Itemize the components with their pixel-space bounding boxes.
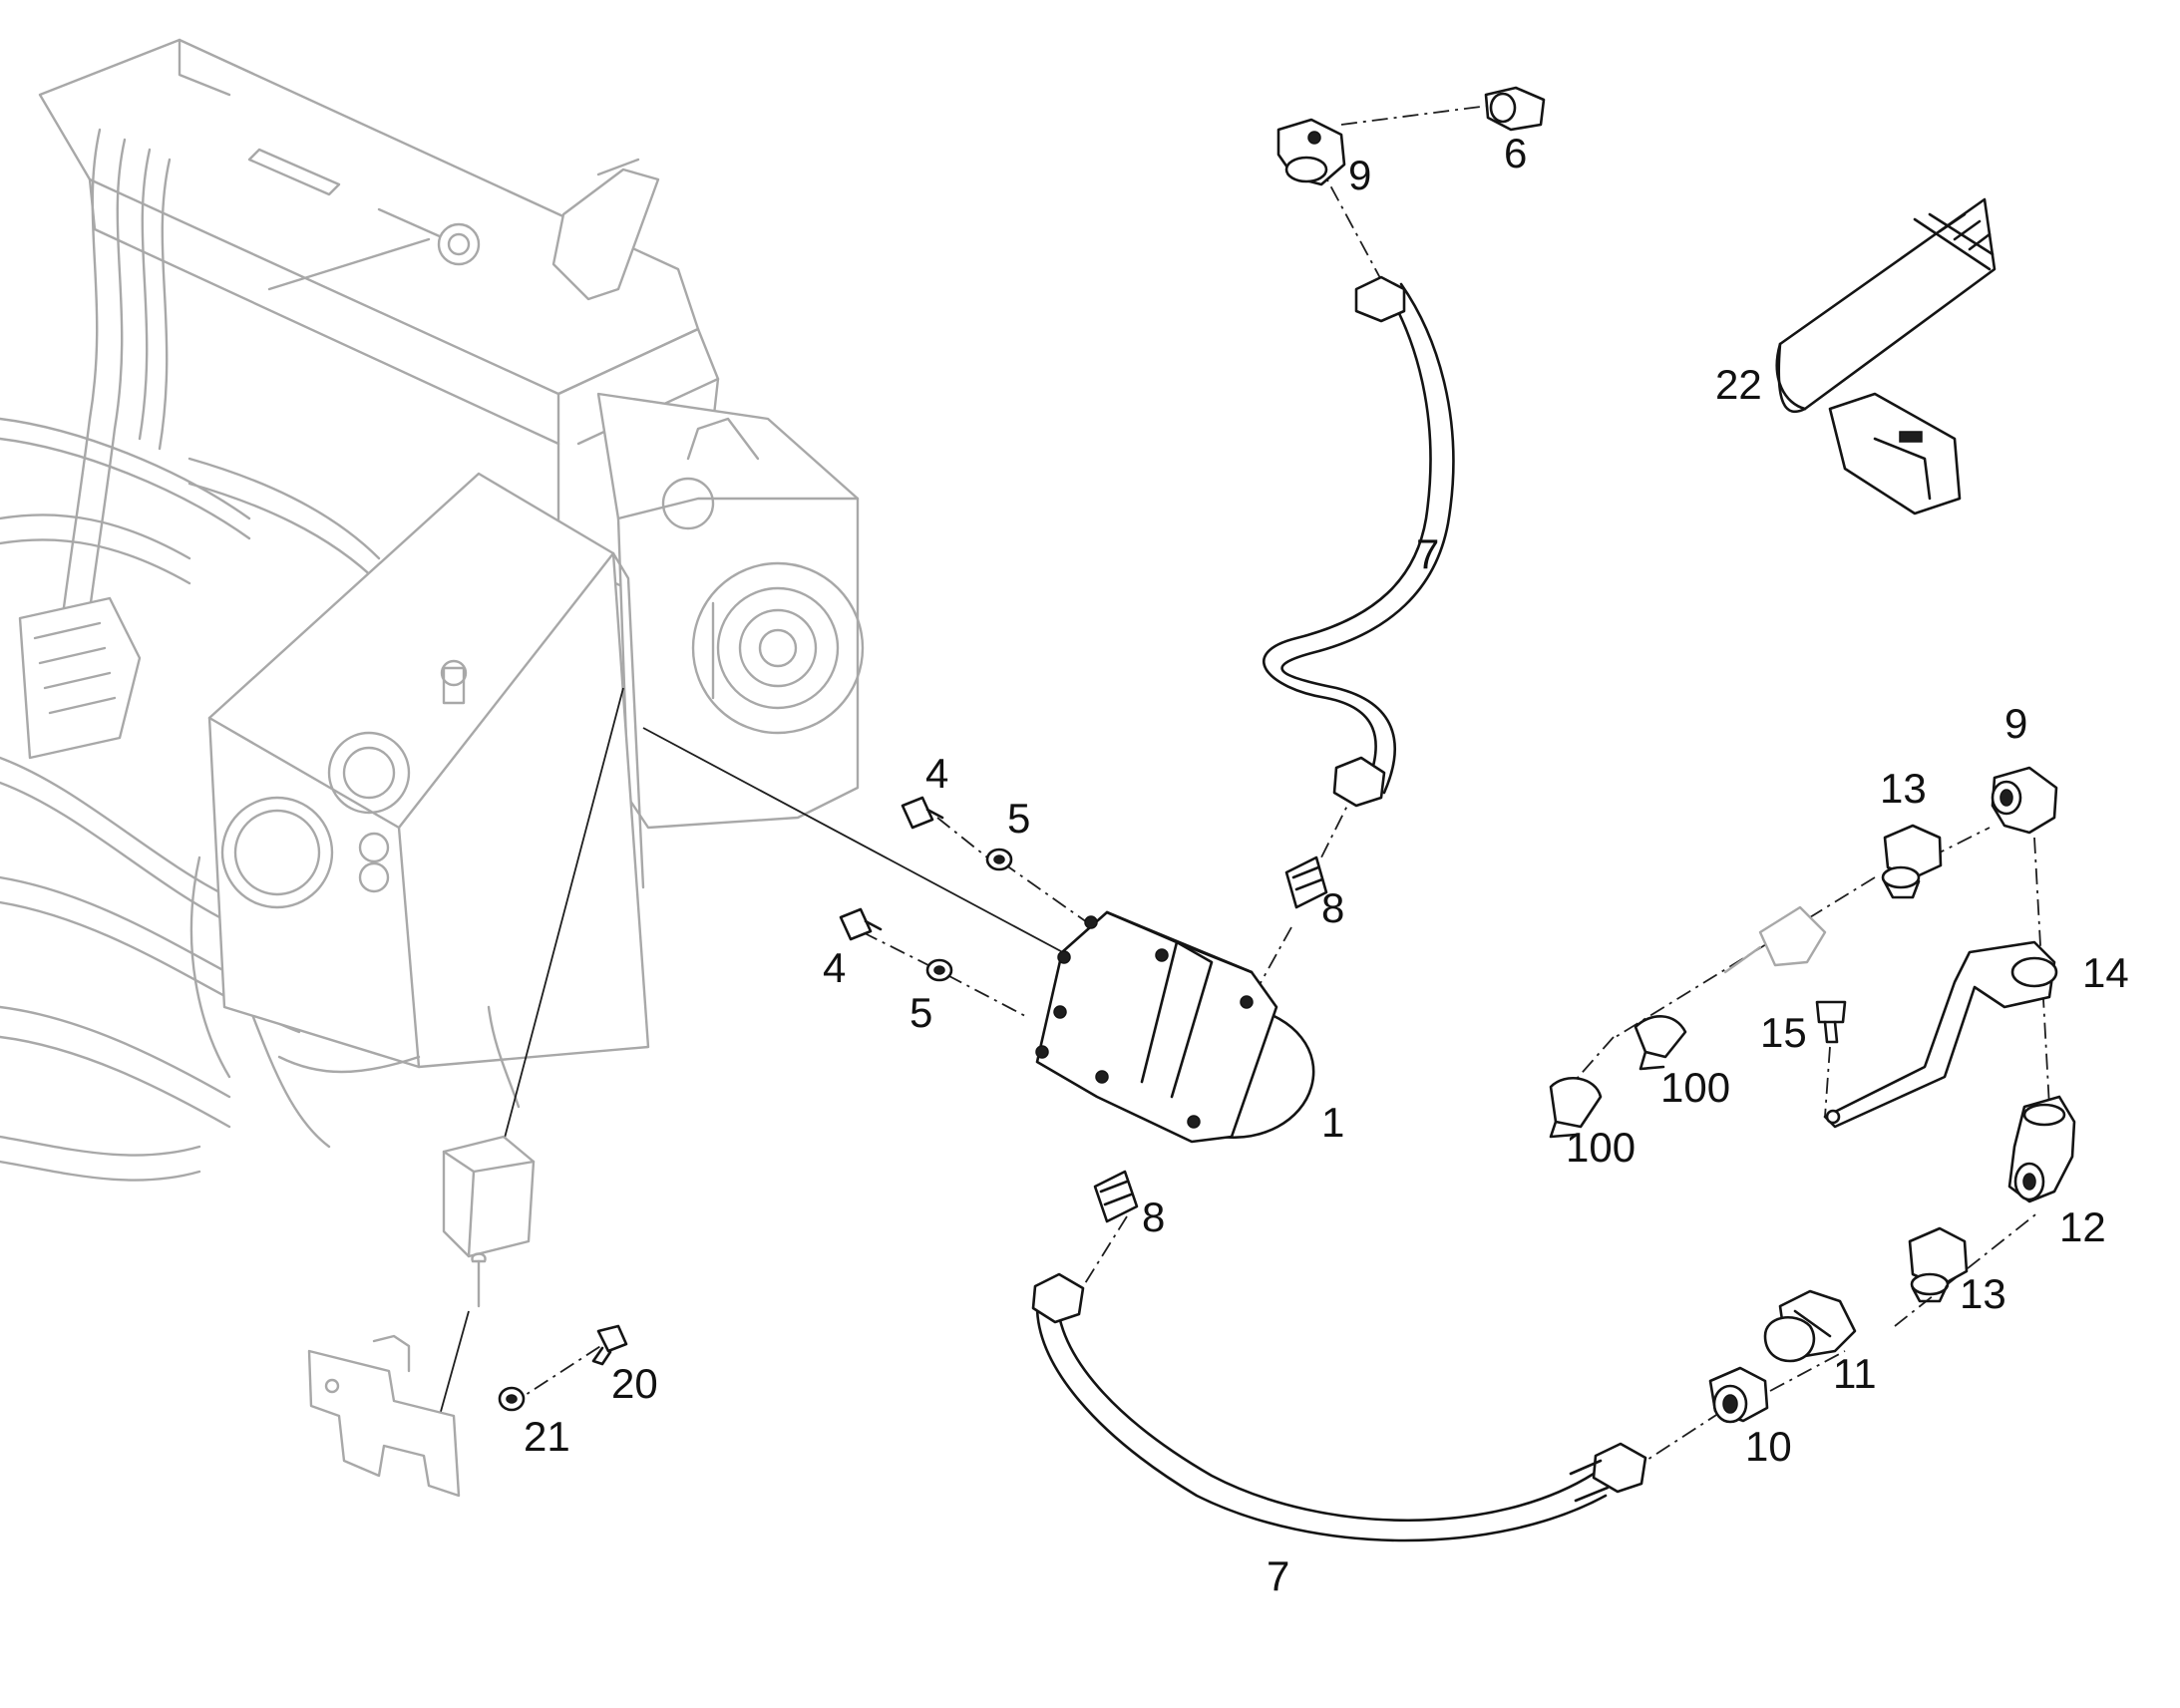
callout-20: 20: [611, 1360, 658, 1407]
callout-9-right: 9: [2004, 700, 2027, 747]
part-100-clip-right: [1634, 1015, 1687, 1071]
part-6-plug: [1484, 86, 1546, 132]
callout-12: 12: [2059, 1203, 2106, 1250]
part-1-filter-assembly: [1035, 910, 1315, 1144]
callout-labels: 1 4 4 5 5 6 7 7 8 8 9 9 10 11 12 13 13 1…: [524, 130, 2129, 1599]
callout-10: 10: [1745, 1423, 1792, 1470]
callout-5-upper: 5: [1007, 795, 1030, 842]
callout-100-left: 100: [1566, 1124, 1635, 1171]
part-100-clip-left: [1549, 1077, 1603, 1139]
part-8-fitting-upper: [1284, 855, 1328, 909]
callout-4-upper: 4: [925, 750, 948, 797]
mounting-bracket: [307, 1334, 461, 1498]
callout-13-upper: 13: [1880, 765, 1927, 812]
part-5-washer-lower: [925, 958, 953, 982]
callout-1: 1: [1321, 1099, 1344, 1146]
callout-9-top: 9: [1348, 152, 1371, 198]
part-4-bolt-lower: [839, 907, 883, 941]
callout-6: 6: [1504, 130, 1527, 176]
callout-11: 11: [1833, 1350, 1877, 1397]
part-7-hose-upper: [1263, 275, 1455, 808]
callout-21: 21: [524, 1413, 570, 1460]
part-14-bracket: [1823, 940, 2058, 1129]
callout-7-lower: 7: [1267, 1552, 1289, 1599]
part-5-washer-upper: [985, 848, 1013, 871]
part-11-fitting: [1763, 1289, 1857, 1363]
callout-4-lower: 4: [823, 944, 846, 991]
callout-8-lower: 8: [1142, 1194, 1165, 1240]
callout-13-lower: 13: [1960, 1270, 2006, 1317]
callout-5-lower: 5: [909, 989, 932, 1036]
part-9-elbow-top: [1276, 118, 1346, 186]
callout-22: 22: [1715, 361, 1762, 408]
part-21-washer: [498, 1386, 526, 1412]
callout-15: 15: [1760, 1009, 1807, 1056]
sensor-fitting: [1723, 905, 1827, 974]
part-7-hose-lower: [1031, 1272, 1647, 1542]
part-15-bolt: [1815, 1000, 1847, 1044]
machine-assembly-background: [0, 38, 865, 1182]
callout-7-upper: 7: [1416, 530, 1439, 577]
part-22-strap: [1775, 197, 1997, 515]
part-12-tee-fitting: [2007, 1095, 2076, 1203]
sensor-box: [442, 1135, 536, 1308]
callout-14: 14: [2082, 949, 2129, 996]
callout-8-upper: 8: [1321, 884, 1344, 931]
part-10-adapter: [1708, 1366, 1769, 1424]
part-20-bolt: [591, 1324, 628, 1366]
part-13-fitting-upper: [1881, 824, 1943, 899]
part-9-elbow-right: [1991, 766, 2058, 835]
part-13-fitting-lower: [1908, 1226, 1969, 1303]
part-8-fitting-lower: [1093, 1170, 1139, 1223]
callout-100-right: 100: [1660, 1064, 1730, 1111]
part-4-bolt-upper: [901, 796, 944, 830]
